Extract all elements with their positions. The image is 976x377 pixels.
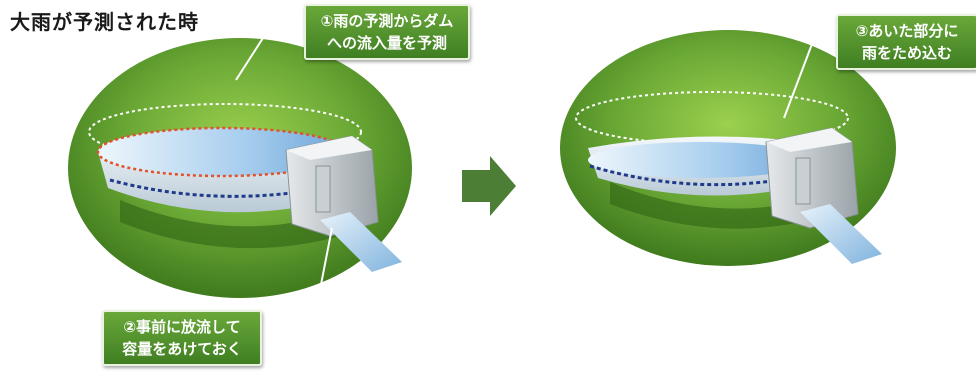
right-reservoir-scene — [560, 30, 896, 266]
callout-release-line2: 容量をあけておく — [122, 340, 242, 358]
callout-pre-release: ②事前に放流して 容量をあけておく — [102, 310, 262, 366]
left-dam-top — [286, 136, 372, 160]
right-bowl-rim-outline — [575, 91, 849, 145]
callout-predict-line2: への流入量を予測 — [326, 34, 447, 52]
left-callout-leader-bottom — [246, 227, 333, 331]
right-callout-leader — [783, 43, 836, 119]
left-dam-gate — [315, 165, 331, 213]
callout-store-line2: 雨をため込む — [861, 44, 952, 62]
left-water-surface — [98, 128, 346, 176]
right-dam-top — [766, 128, 852, 152]
left-field-shadow — [120, 200, 360, 249]
callout-release-line1: ②事前に放流して — [123, 318, 241, 336]
callout-store-rain: ③あいた部分に 雨をため込む — [836, 14, 976, 70]
left-spillway — [320, 212, 402, 272]
right-spillway — [800, 204, 882, 264]
right-water-surface — [588, 142, 812, 178]
right-arrow-icon — [462, 156, 516, 216]
left-bowl-rim-outline — [88, 103, 362, 161]
left-callout-leader-top — [235, 23, 304, 81]
callout-predict-line1: ①雨の予測からダム — [320, 12, 454, 30]
right-dam-gate — [795, 157, 811, 205]
left-reservoir-scene — [68, 23, 412, 331]
page-title: 大雨が予測された時 — [10, 10, 199, 34]
callout-store-line1: ③あいた部分に — [855, 22, 959, 40]
callout-predict-inflow: ①雨の予測からダム への流入量を予測 — [304, 4, 470, 60]
left-normal-level-line — [109, 178, 341, 198]
